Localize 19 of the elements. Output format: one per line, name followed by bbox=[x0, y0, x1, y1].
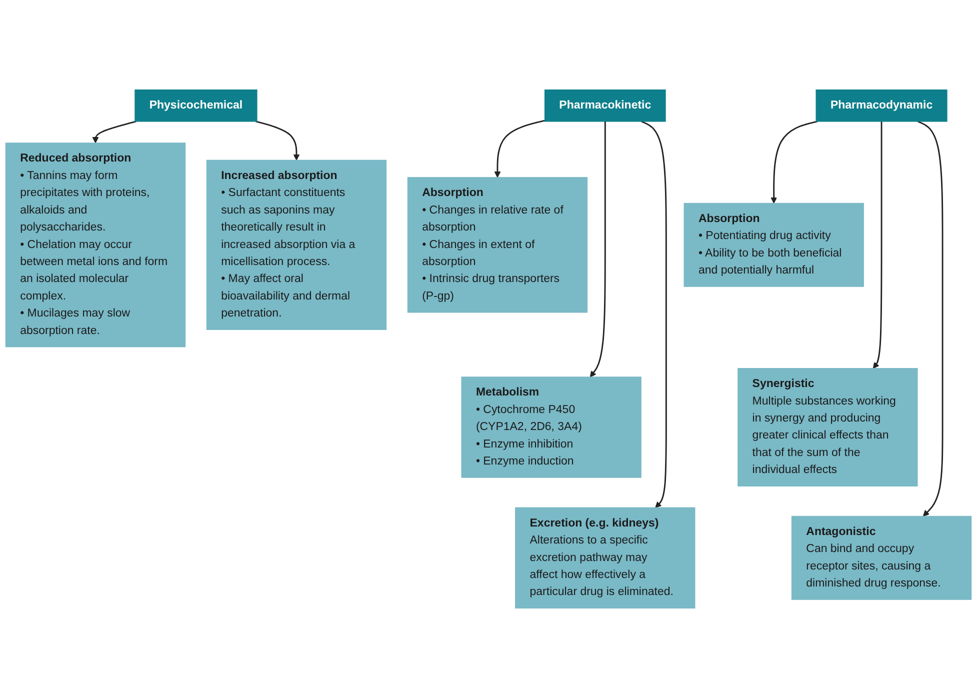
arrow bbox=[494, 120, 545, 178]
node-box: Increased absorption • Surfactant constituents such as saponins may theoretically result in increased absorption via a micellisation process. • May affect oral bioavailability and dermal penetration. bbox=[206, 160, 387, 330]
node-box: Synergistic Multiple substances working in synergy and producing greater clinical effects than that of the sum of the individual effects bbox=[738, 368, 918, 486]
node-box: Antagonistic Can bind and occupy receptor sites, causing a diminished drug response. bbox=[791, 516, 972, 600]
node-box: Reduced absorption • Tannins may form precipitates with proteins, alkaloids and polysaccharides. • Chelation may occur between metal ions and form an isolated molecular complex. • Mucilages may slow absorption rate. bbox=[5, 142, 186, 348]
arrow bbox=[92, 120, 136, 144]
node-box: Excretion (e.g. kidneys) Alterations to a specific excretion pathway may affect how effectively a particular drug is eliminated. bbox=[515, 507, 696, 608]
node-box: Absorption • Potentiating drug activity • Ability to be both beneficial and potentially harmful bbox=[684, 202, 864, 287]
node-box: Absorption • Changes in relative rate of absorption • Changes in extent of absorption • Intrinsic drug transporters (P-gp) bbox=[407, 177, 588, 313]
arrow bbox=[590, 121, 606, 378]
node-box: Physicochemical bbox=[134, 90, 258, 122]
node-box: Pharmacodynamic bbox=[816, 90, 948, 122]
arrow bbox=[641, 120, 667, 508]
arrow bbox=[256, 120, 300, 160]
arrow bbox=[872, 121, 882, 369]
arrow bbox=[918, 120, 944, 517]
node-box: Pharmacokinetic bbox=[544, 90, 666, 122]
node-box: Metabolism • Cytochrome P450 (CYP1A2, 2D6, 3A4) • Enzyme inhibition • Enzyme induction bbox=[461, 376, 642, 478]
arrow bbox=[770, 120, 818, 204]
